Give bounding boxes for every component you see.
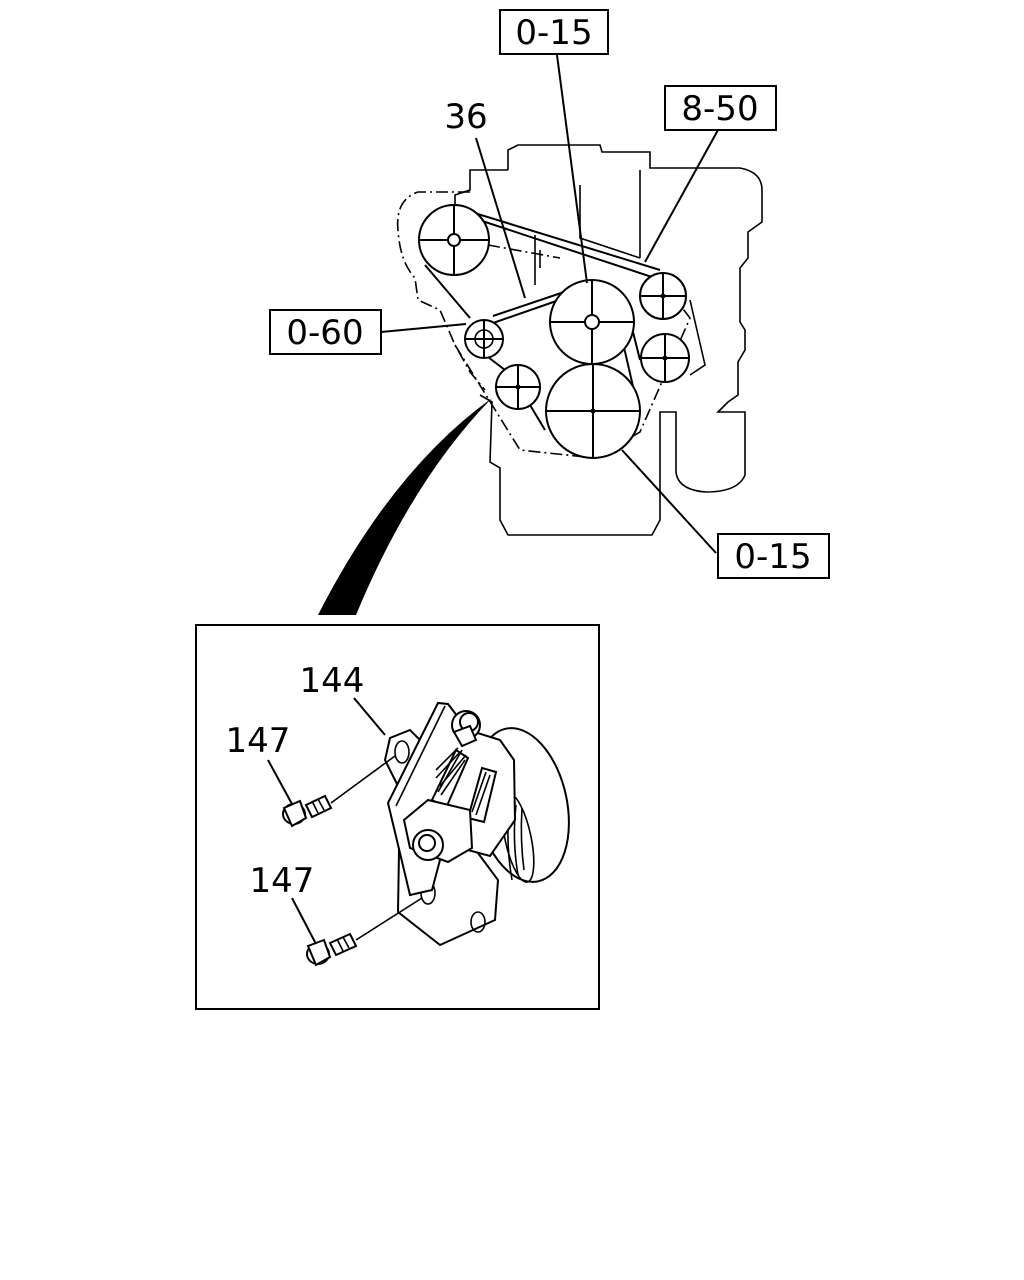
pulley-right-upper — [639, 272, 687, 320]
bolt-147-upper[interactable] — [282, 755, 396, 828]
part-144-label[interactable]: 144 — [300, 661, 365, 701]
callout-ref-0-60[interactable]: 0-60 — [269, 309, 382, 355]
callout-ref-0-15-bottom[interactable]: 0-15 — [717, 533, 830, 579]
leader-144 — [353, 697, 386, 736]
pulley-upper-left — [418, 204, 490, 276]
tensioner-assembly[interactable] — [383, 701, 582, 947]
leader-147-upper — [267, 759, 293, 805]
lock-nut — [412, 829, 444, 861]
ref-8-50-label: 8-50 — [681, 89, 758, 129]
pulley-right-lower — [640, 333, 690, 383]
ref-0-15-bottom-label: 0-15 — [734, 537, 811, 577]
detail-pointer-arrow — [318, 398, 492, 615]
bolt-147-lower[interactable] — [306, 897, 423, 967]
part-147-upper-label[interactable]: 147 — [226, 721, 291, 761]
leader-147-lower — [291, 897, 317, 945]
part-147-lower-label[interactable]: 147 — [250, 861, 315, 901]
detail-view: 144 147 147 — [195, 624, 600, 1010]
ref-0-15-top-label: 0-15 — [515, 13, 592, 53]
callout-ref-0-15-top[interactable]: 0-15 — [499, 9, 609, 55]
part-36-label[interactable]: 36 — [444, 97, 487, 137]
ref-0-60-label: 0-60 — [286, 313, 363, 353]
pulley-idler-left — [464, 319, 504, 359]
pulley-tensioner — [495, 364, 541, 410]
leader-lines — [380, 54, 719, 554]
pulley-crankshaft-bottom — [545, 363, 641, 459]
callout-ref-8-50[interactable]: 8-50 — [664, 85, 777, 131]
pulley-crankshaft-top — [549, 279, 635, 365]
